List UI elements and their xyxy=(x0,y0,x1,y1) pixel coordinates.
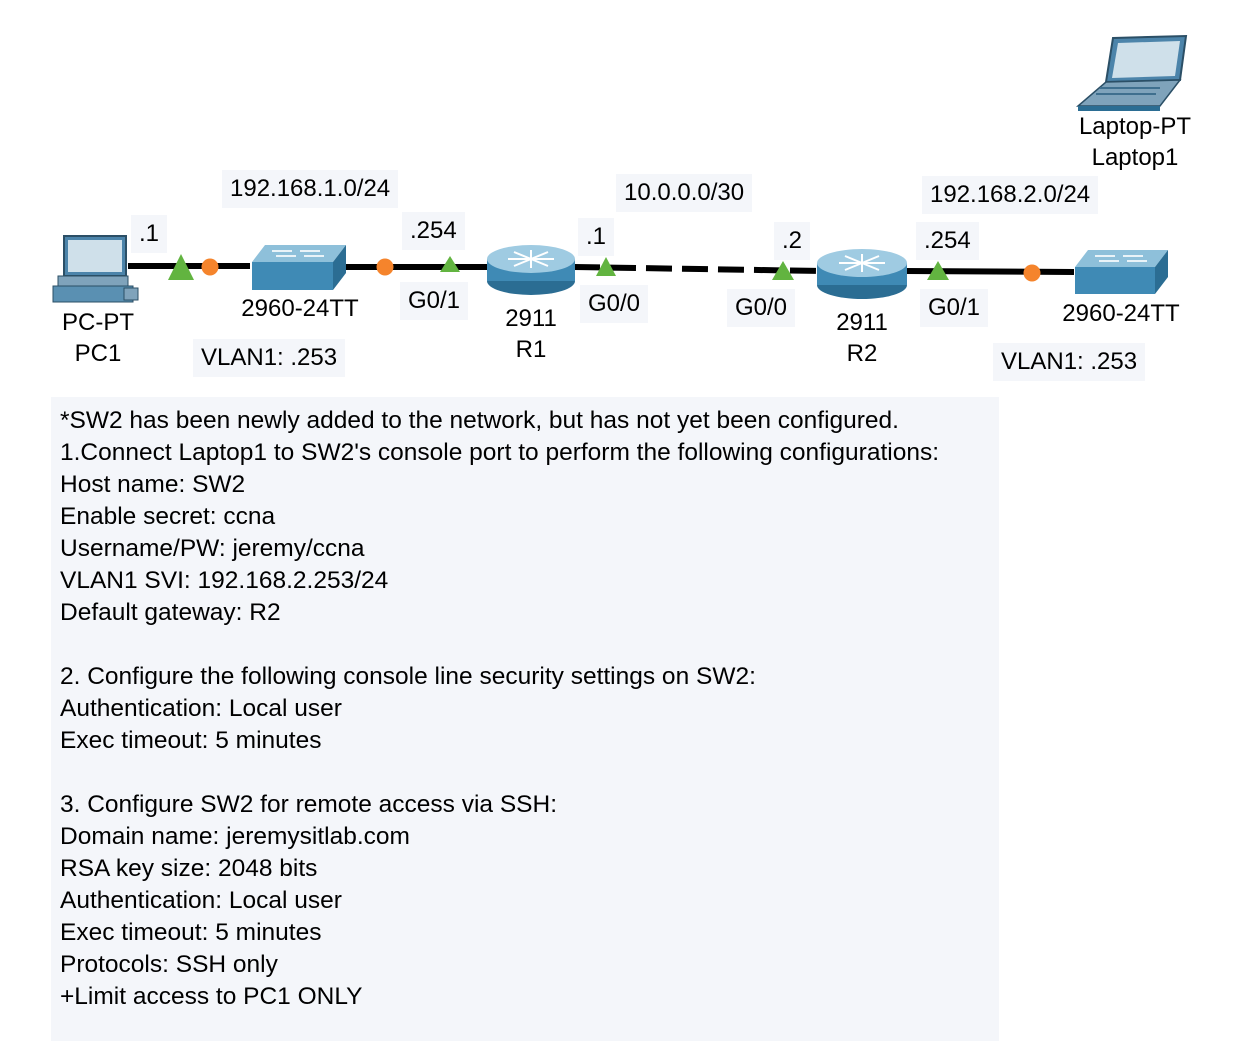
instruction-line: 1.Connect Laptop1 to SW2's console port … xyxy=(60,439,940,466)
router-icon xyxy=(817,249,907,299)
instruction-line xyxy=(60,757,999,789)
device-name: Laptop1 xyxy=(1091,144,1179,171)
instruction-line: 2. Configure the following console line … xyxy=(60,663,756,690)
instruction-line: +Limit access to PC1 ONLY xyxy=(60,983,363,1010)
device-label-r1: 2911 R1 xyxy=(490,303,572,365)
instruction-line: VLAN1 SVI: 192.168.2.253/24 xyxy=(60,567,389,594)
link-r2-sw2 xyxy=(904,268,1075,275)
instruction-line: 3. Configure SW2 for remote access via S… xyxy=(60,791,557,818)
device-model: 2960-24TT xyxy=(1062,300,1180,327)
device-model: Laptop-PT xyxy=(1078,113,1192,140)
device-model: 2911 xyxy=(505,305,557,332)
device-name: R2 xyxy=(846,340,878,367)
vlan1-label-sw2: VLAN1: .253 xyxy=(993,343,1146,381)
address-label-r1-g01: .254 xyxy=(402,212,465,250)
device-model: 2960-24TT xyxy=(241,295,359,322)
device-label-r2: 2911 R2 xyxy=(821,307,903,369)
desktop-pc-icon xyxy=(52,235,139,303)
address-label-pc1: .1 xyxy=(131,215,168,253)
device-label-laptop1: Laptop-PT Laptop1 xyxy=(1064,111,1206,173)
address-label-r2-g00: .2 xyxy=(774,222,811,260)
device-name: PC1 xyxy=(74,340,122,367)
address-label-r2-g01: .254 xyxy=(916,222,979,260)
instruction-line: Exec timeout: 5 minutes xyxy=(60,919,322,946)
instruction-line: Authentication: Local user xyxy=(60,887,342,914)
instruction-line: Domain name: jeremysitlab.com xyxy=(60,823,410,850)
laptop-icon xyxy=(1075,34,1188,111)
instruction-line xyxy=(60,629,999,661)
instruction-line: Protocols: SSH only xyxy=(60,951,278,978)
address-label-r1-g00: .1 xyxy=(578,218,615,256)
instruction-line: Enable secret: ccna xyxy=(60,503,276,530)
instruction-line: Host name: SW2 xyxy=(60,471,246,498)
interface-label-r2-g00: G0/0 xyxy=(727,289,796,327)
link-up-marker xyxy=(772,261,794,280)
link-up-marker xyxy=(440,256,460,272)
interface-label-r2-g01: G0/1 xyxy=(920,289,989,327)
device-label-pc1: PC-PT PC1 xyxy=(40,307,156,369)
vlan1-label-sw1: VLAN1: .253 xyxy=(193,339,346,377)
switch-icon xyxy=(1075,250,1168,294)
instruction-line: Authentication: Local user xyxy=(60,695,342,722)
device-model: 2911 xyxy=(836,309,888,336)
network-label-wan: 10.0.0.0/30 xyxy=(616,174,753,212)
link-down-marker xyxy=(201,258,219,276)
instruction-line: *SW2 has been newly added to the network… xyxy=(60,407,899,434)
network-label-lan2: 192.168.2.0/24 xyxy=(922,176,1099,214)
switch-icon xyxy=(252,245,346,290)
topology-links xyxy=(52,34,1188,303)
link-up-marker xyxy=(596,257,616,276)
instruction-line: Username/PW: jeremy/ccna xyxy=(60,535,365,562)
interface-label-r1-g01: G0/1 xyxy=(400,282,469,320)
device-label-sw2: 2960-24TT xyxy=(1050,298,1192,329)
instruction-line: Default gateway: R2 xyxy=(60,599,281,626)
lab-instructions-note: *SW2 has been newly added to the network… xyxy=(51,397,999,1041)
link-down-marker xyxy=(1023,264,1041,282)
instruction-line: Exec timeout: 5 minutes xyxy=(60,727,322,754)
link-up-marker xyxy=(168,254,194,280)
link-down-marker xyxy=(376,258,394,276)
network-label-lan1: 192.168.1.0/24 xyxy=(222,170,399,208)
router-icon xyxy=(487,245,575,295)
link-up-marker xyxy=(927,261,949,280)
instruction-line: RSA key size: 2048 bits xyxy=(60,855,318,882)
device-name: R1 xyxy=(515,336,547,363)
device-model: PC-PT xyxy=(62,309,134,336)
interface-label-r1-g00: G0/0 xyxy=(580,285,649,323)
device-label-sw1: 2960-24TT xyxy=(230,293,370,324)
